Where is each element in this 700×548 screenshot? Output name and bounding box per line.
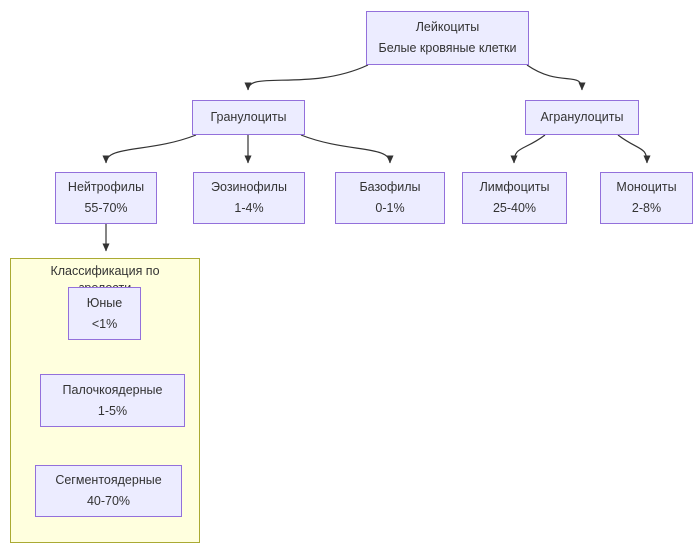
node-segmented: Сегментоядерные 40-70% <box>35 465 182 517</box>
node-label: Юные <box>86 295 123 310</box>
node-value: 25-40% <box>492 201 537 215</box>
node-label: Базофилы <box>359 180 421 194</box>
node-label: Моноциты <box>616 180 677 194</box>
node-label: Гранулоциты <box>210 110 287 124</box>
node-value: 0-1% <box>375 201 405 215</box>
node-band: Палочкоядерные 1-5% <box>40 374 185 427</box>
node-label: Лимфоциты <box>479 180 550 194</box>
edge-granulocytes-basophils <box>300 134 394 164</box>
node-label: Сегментоядерные <box>55 473 162 487</box>
node-lymphocytes: Лимфоциты 25-40% <box>462 172 567 224</box>
node-value: 55-70% <box>84 201 128 215</box>
node-label: Лейкоциты <box>415 20 480 34</box>
node-agranulocytes: Агранулоциты <box>525 100 639 135</box>
subgraph-title-line1: Классификация по <box>50 264 160 278</box>
node-granulocytes: Гранулоциты <box>192 100 305 135</box>
node-label: Эозинофилы <box>211 180 287 194</box>
node-label: Нейтрофилы <box>67 180 145 194</box>
node-monocytes: Моноциты 2-8% <box>600 172 693 224</box>
edge-leukocytes-granulocytes <box>244 64 369 91</box>
node-value: 1-4% <box>234 201 264 215</box>
node-value: 40-70% <box>86 494 131 508</box>
node-value: <1% <box>91 316 118 331</box>
node-label: Агранулоциты <box>540 110 624 124</box>
node-leukocytes: Лейкоциты Белые кровяные клетки <box>366 11 529 65</box>
node-value: 1-5% <box>97 403 128 418</box>
node-eosinophils: Эозинофилы 1-4% <box>193 172 305 224</box>
node-sublabel: Белые кровяные клетки <box>378 41 517 55</box>
node-basophils: Базофилы 0-1% <box>335 172 445 224</box>
edge-agranulocytes-monocytes <box>617 134 651 164</box>
node-value: 2-8% <box>631 201 662 215</box>
edge-agranulocytes-lymphocytes <box>510 134 546 164</box>
edge-granulocytes-neutrophils <box>102 134 197 164</box>
node-label: Палочкоядерные <box>62 382 163 397</box>
node-juvenile: Юные <1% <box>68 287 141 340</box>
edge-leukocytes-agranulocytes <box>526 64 586 91</box>
node-neutrophils: Нейтрофилы 55-70% <box>55 172 157 224</box>
